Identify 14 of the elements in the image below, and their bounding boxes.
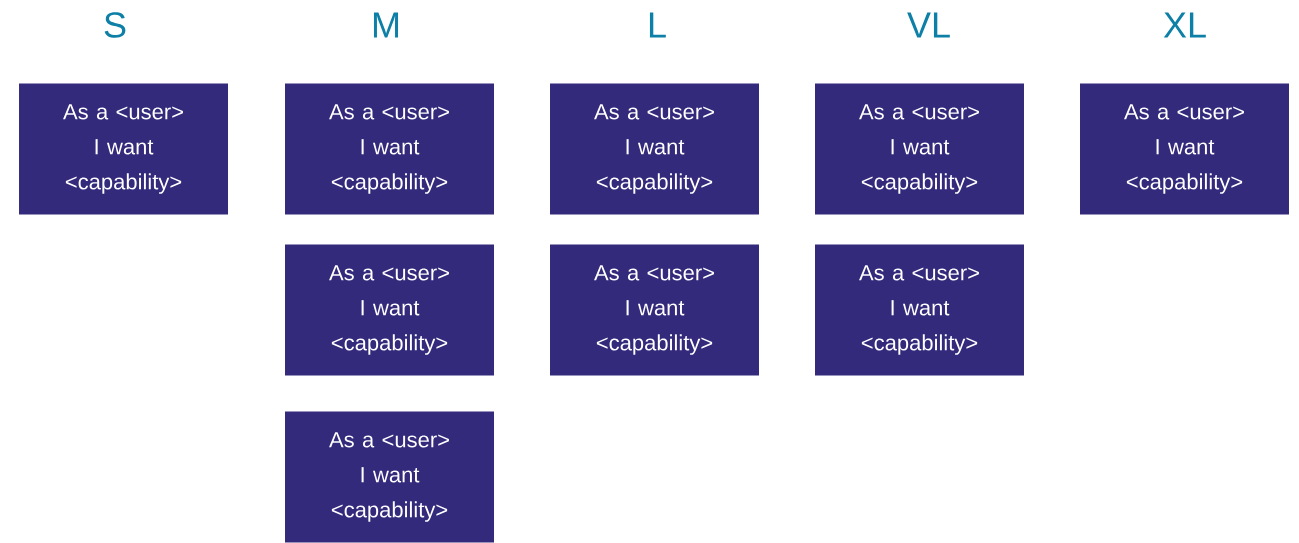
column-heading: M [373,12,399,38]
story-box: As a <user> I want <capability> [815,83,1024,215]
story-box: As a <user> I want <capability> [285,411,494,543]
column-heading: L [649,12,666,38]
story-box: As a <user> I want <capability> [285,83,494,215]
story-box: As a <user> I want <capability> [815,244,1024,376]
column-heading: S [104,12,126,38]
story-box: As a <user> I want <capability> [1080,83,1289,215]
column-heading: VL [907,12,950,38]
story-box: As a <user> I want <capability> [550,83,759,215]
story-box: As a <user> I want <capability> [550,244,759,376]
column-heading: XL [1163,12,1206,38]
story-box: As a <user> I want <capability> [19,83,228,215]
story-box: As a <user> I want <capability> [285,244,494,376]
